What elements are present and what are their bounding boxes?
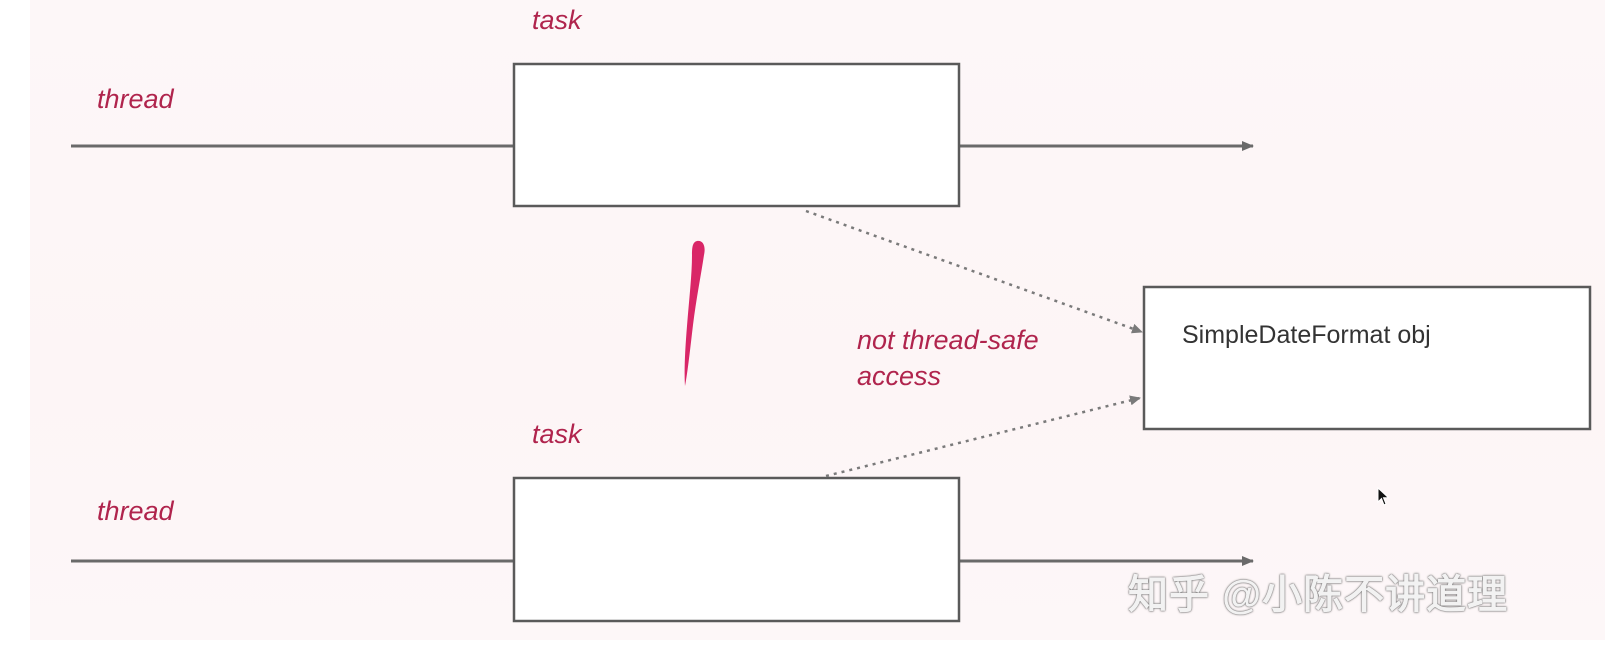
not-thread-safe-label: not thread-safe access (857, 322, 1039, 395)
mouse-pointer-icon (1377, 487, 1390, 506)
watermark-text: 知乎 @小陈不讲道理 (1128, 573, 1509, 617)
access-arrow-top (805, 209, 1143, 334)
access-arrow-bottom (825, 395, 1141, 478)
thread-label-bottom: thread (97, 496, 174, 526)
not-thread-safe-line-2: access (857, 361, 942, 392)
thread-label-top: thread (97, 84, 174, 114)
task-box-top (512, 62, 961, 208)
shared-object-label: SimpleDateFormat obj (1182, 321, 1431, 349)
task-label-top: task (532, 5, 582, 35)
not-thread-safe-line-1: not thread-safe (857, 325, 1039, 355)
shared-object-box (1142, 285, 1592, 431)
task-box-bottom (512, 476, 961, 623)
pen-stroke-mark (684, 240, 705, 386)
task-label-bottom: task (532, 419, 582, 449)
